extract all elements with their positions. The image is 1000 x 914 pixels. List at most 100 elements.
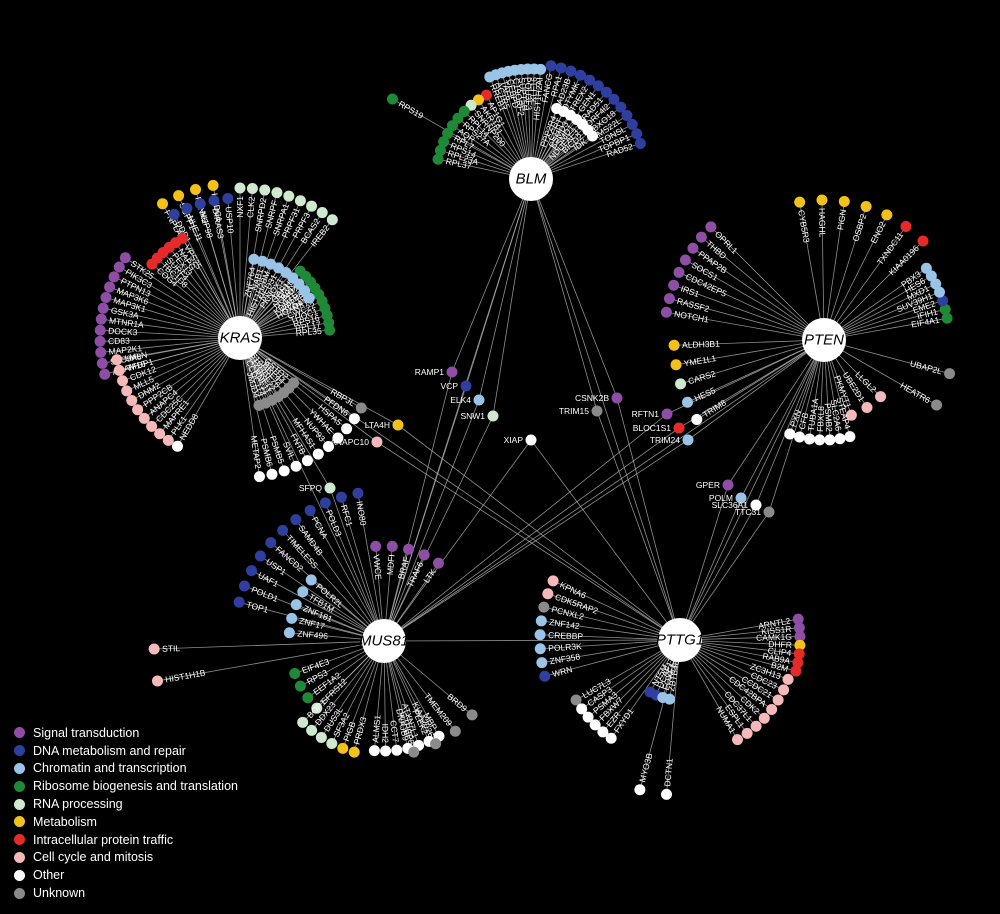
gene-node[interactable]: POLR3K xyxy=(534,641,583,655)
gene-node[interactable]: RPS19 xyxy=(386,93,425,121)
gene-node[interactable]: ZNF496 xyxy=(283,627,329,641)
gene-node[interactable]: UBAP2L xyxy=(909,358,956,380)
edge xyxy=(678,272,825,341)
edge xyxy=(540,634,681,641)
gene-node[interactable]: CCT7 xyxy=(388,720,403,756)
gene-label: HIST1H2AI xyxy=(531,77,545,121)
gene-dot xyxy=(772,694,784,706)
gene-dot xyxy=(668,279,680,291)
gene-node[interactable]: NXF1 xyxy=(234,182,246,218)
gene-node[interactable]: CLK2 xyxy=(245,183,258,218)
gene-node[interactable]: YME1L1 xyxy=(670,353,718,371)
gene-node[interactable]: SLC2A6 xyxy=(829,399,846,445)
gene-node[interactable]: HAGHL xyxy=(816,194,828,238)
gene-dot xyxy=(146,420,158,432)
gene-dot xyxy=(324,482,336,494)
gene-label: OSBP2 xyxy=(850,212,868,242)
gene-node[interactable]: PSMB2 xyxy=(823,403,836,446)
gene-node[interactable]: OSBP2 xyxy=(850,200,872,243)
gene-dot xyxy=(96,357,108,369)
gene-node[interactable]: ANAPC10 xyxy=(330,436,383,448)
gene-node[interactable]: TRIM15 xyxy=(559,405,603,417)
gene-node[interactable]: ENO2 xyxy=(868,209,893,245)
edge xyxy=(666,311,825,341)
gene-node[interactable]: B2M xyxy=(770,660,802,677)
edge xyxy=(383,413,668,642)
gene-node[interactable]: LTA4H xyxy=(365,419,404,431)
gene-dot xyxy=(348,413,360,425)
legend-dot-dna xyxy=(14,745,25,757)
gene-node[interactable]: XIAP xyxy=(504,434,537,446)
gene-node[interactable]: ZNF358 xyxy=(536,651,581,669)
gene-node[interactable]: TUBA1A xyxy=(804,397,820,445)
gene-node[interactable]: IFIH1 xyxy=(916,303,951,321)
gene-node[interactable]: SNW1 xyxy=(460,410,499,422)
legend-label: Signal transduction xyxy=(33,725,140,740)
gene-node[interactable]: USP10 xyxy=(222,193,236,234)
gene-node[interactable]: ZNF142 xyxy=(535,615,581,631)
gene-node[interactable]: IDH2 xyxy=(380,724,392,757)
gene-node[interactable]: SLC36A1 xyxy=(712,499,762,511)
gene-node[interactable]: CREBBP xyxy=(534,629,584,641)
gene-dot xyxy=(259,184,271,196)
gene-node[interactable]: DHFR xyxy=(768,639,806,651)
gene-node[interactable]: VWCE xyxy=(370,540,384,581)
gene-node[interactable]: BLOC1S1 xyxy=(633,422,685,434)
gene-dot xyxy=(661,408,673,420)
gene-node[interactable]: CLIP4 xyxy=(767,645,805,660)
gene-node[interactable]: ELK4 xyxy=(450,394,485,406)
hub-node-blm[interactable]: BLM xyxy=(509,157,553,201)
gene-node[interactable]: DCTN1 xyxy=(660,758,675,800)
gene-dot xyxy=(352,487,364,499)
gene-label: SNW1 xyxy=(460,411,485,421)
gene-node[interactable]: FBXL8 xyxy=(814,405,826,446)
hub-node-kras[interactable]: KRAS xyxy=(218,316,262,360)
gene-dot xyxy=(138,412,150,424)
gene-node[interactable]: LTK xyxy=(421,557,444,585)
gene-node[interactable]: DOCK3 xyxy=(94,324,138,338)
gene-node[interactable]: ALMS1 xyxy=(368,714,383,757)
gene-node[interactable]: RFTN1 xyxy=(632,408,673,420)
gene-node[interactable]: TTC31 xyxy=(735,506,775,518)
gene-label: HAGHL xyxy=(817,208,827,238)
gene-node[interactable]: GPER xyxy=(696,479,734,491)
gene-node[interactable]: CSNK2B xyxy=(575,392,623,404)
hub-node-pttg1[interactable]: PTTG1 xyxy=(656,618,704,662)
gene-node[interactable]: LMLN xyxy=(111,349,148,366)
gene-node[interactable]: VCP xyxy=(441,380,472,392)
gene-dot xyxy=(741,727,753,739)
edge xyxy=(239,337,378,443)
gene-dot xyxy=(326,737,338,749)
gene-node[interactable]: MDFI xyxy=(385,540,398,576)
gene-node[interactable]: POLM xyxy=(709,492,747,504)
edge xyxy=(109,286,241,339)
gene-dot xyxy=(294,265,306,277)
gene-node[interactable]: EIF4A1 xyxy=(910,312,953,330)
hub-node-pten[interactable]: PTEN xyxy=(802,318,846,362)
gene-node[interactable]: CAMK1G xyxy=(756,631,806,643)
gene-node[interactable]: INO80 xyxy=(352,487,369,527)
edge xyxy=(260,555,385,642)
gene-dot xyxy=(547,575,559,587)
gene-node[interactable]: CYB5R3 xyxy=(794,196,812,244)
gene-node[interactable]: MYO3B xyxy=(634,752,655,796)
gene-node[interactable]: METAP2 xyxy=(249,435,265,483)
gene-node[interactable]: HIST1H1B xyxy=(151,668,207,687)
gene-node[interactable]: HEATR6 xyxy=(899,380,943,411)
gene-node[interactable]: CD83 xyxy=(94,336,131,347)
gene-node[interactable]: MAP2K1 xyxy=(95,343,143,358)
gene-node[interactable]: SFPQ xyxy=(299,482,336,494)
gene-node[interactable]: PIGN xyxy=(835,195,850,231)
gene-node[interactable]: KISS1R xyxy=(761,622,805,637)
gene-node[interactable]: TOP1 xyxy=(233,596,270,615)
gene-node[interactable]: STIL xyxy=(148,643,181,655)
edge-layer xyxy=(100,65,950,795)
gene-node[interactable]: RAMP1 xyxy=(415,366,458,378)
gene-node[interactable]: MTNR1A xyxy=(95,313,145,330)
gene-node[interactable]: TRIM24 xyxy=(650,434,694,446)
gene-node[interactable]: ALDH3B1 xyxy=(668,339,721,351)
gene-dot xyxy=(487,410,499,422)
edge xyxy=(666,639,681,795)
gene-node[interactable]: CFB xyxy=(794,411,811,443)
hub-node-mus81[interactable]: MUS81 xyxy=(359,619,409,663)
